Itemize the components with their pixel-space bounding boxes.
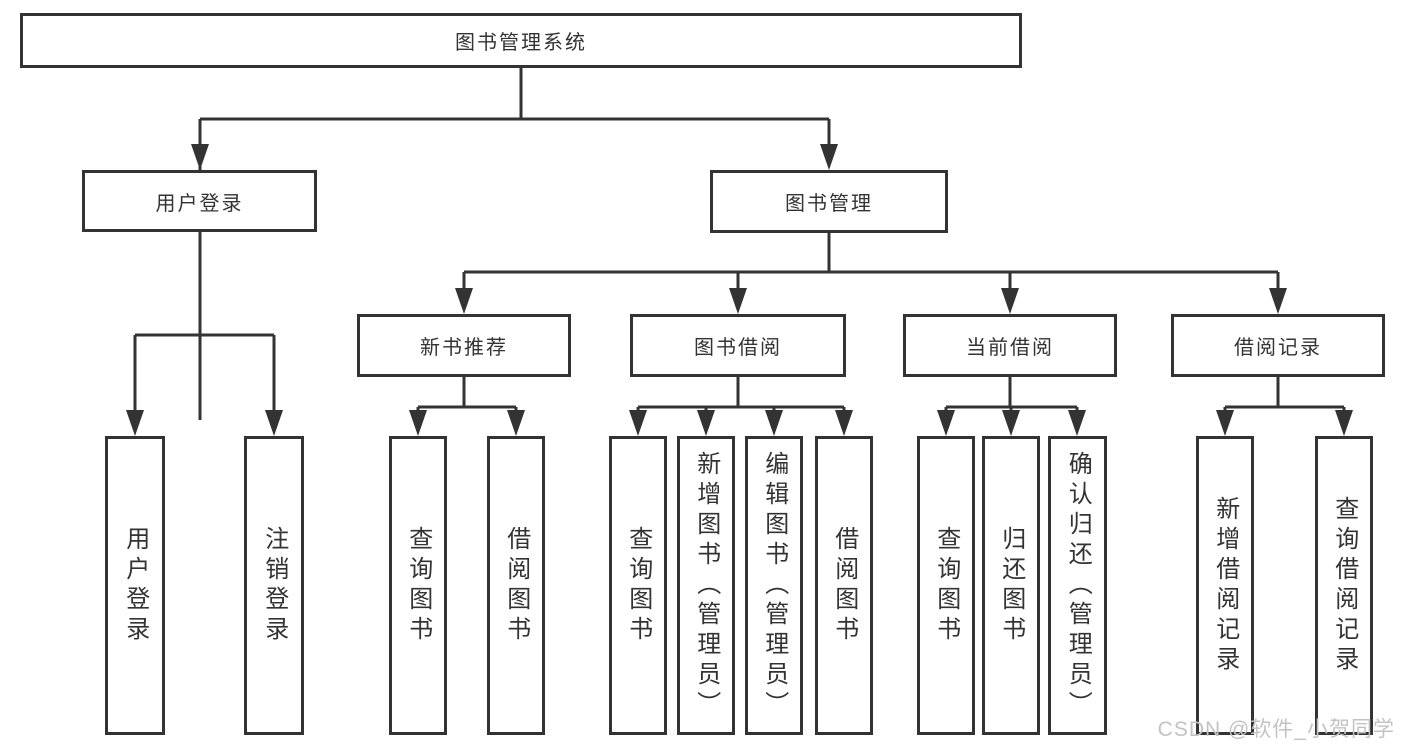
arrowhead [1002,410,1020,436]
arrowhead [409,410,427,436]
arrowhead [729,288,747,314]
node-label: 图书管理 [785,193,873,215]
node-label: 借阅记录 [1234,337,1322,359]
node-label: 查询图书 [404,525,432,646]
leaf-query-books-3: 查询图书 [917,436,975,735]
arrowhead [697,410,715,436]
arrowhead [265,410,283,436]
node-label: 新增图书（管理员） [692,450,720,721]
node-book-management: 图书管理 [710,170,948,233]
leaf-borrow-books-2: 借阅图书 [815,436,873,735]
node-label: 查询借阅记录 [1330,495,1358,676]
connector-book-borrow-to-leaves [636,377,846,420]
node-label: 借阅图书 [502,525,530,646]
arrowhead [629,410,647,436]
node-new-book-recommend: 新书推荐 [357,314,571,377]
node-label: 当前借阅 [966,337,1054,359]
connector-paths [133,68,1346,420]
node-user-login: 用户登录 [82,170,317,232]
leaf-add-borrow-record: 新增借阅记录 [1196,436,1254,735]
arrowhead [1216,410,1234,436]
node-book-borrow: 图书借阅 [630,314,846,377]
node-label: 新书推荐 [420,337,508,359]
node-label: 图书借阅 [694,337,782,359]
leaf-borrow-books: 借阅图书 [487,436,545,735]
arrowhead [1335,410,1353,436]
leaf-return-books: 归还图书 [982,436,1040,735]
node-label: 注销登录 [260,525,288,646]
leaf-query-borrow-record: 查询借阅记录 [1315,436,1373,735]
connector-book-mgmt-to-level3 [462,233,1280,298]
node-label: 确认归还（管理员） [1064,450,1092,721]
csdn-watermark: CSDN @软件_小贺同学 [1157,718,1395,741]
arrowhead [1001,288,1019,314]
node-label: 图书管理系统 [455,32,587,54]
connector-new-book-rec-to-leaves [416,377,518,420]
node-label: 编辑图书（管理员） [760,450,788,721]
leaf-user-login: 用户登录 [105,436,165,735]
node-label: 用户登录 [155,192,244,215]
node-label: 查询图书 [932,525,960,646]
node-label: 用户登录 [121,525,149,646]
node-current-borrow: 当前借阅 [903,314,1117,377]
arrowhead [191,144,209,170]
connector-user-login-to-leaves [133,232,276,420]
leaf-edit-books-admin: 编辑图书（管理员） [745,436,803,735]
arrowhead [820,144,838,170]
node-root: 图书管理系统 [20,13,1022,68]
arrowhead [835,410,853,436]
arrowhead [126,410,144,436]
node-label: 新增借阅记录 [1211,495,1239,676]
leaf-confirm-return-admin: 确认归还（管理员） [1048,436,1107,735]
leaf-query-books-2: 查询图书 [609,436,667,735]
leaf-add-books-admin: 新增图书（管理员） [677,436,735,735]
leaf-query-books: 查询图书 [389,436,447,735]
connector-borrow-records-to-leaves [1223,377,1346,420]
arrowhead [1269,288,1287,314]
node-label: 借阅图书 [830,525,858,646]
node-label: 查询图书 [624,525,652,646]
node-label: 归还图书 [997,525,1025,646]
arrowhead [455,288,473,314]
arrowhead [507,410,525,436]
node-borrow-records: 借阅记录 [1171,314,1385,377]
arrowheads [126,144,1353,436]
arrowhead [765,410,783,436]
arrowhead [937,410,955,436]
arrowhead [1068,410,1086,436]
leaf-logout: 注销登录 [244,436,304,735]
connector-root-to-level2 [198,68,831,420]
